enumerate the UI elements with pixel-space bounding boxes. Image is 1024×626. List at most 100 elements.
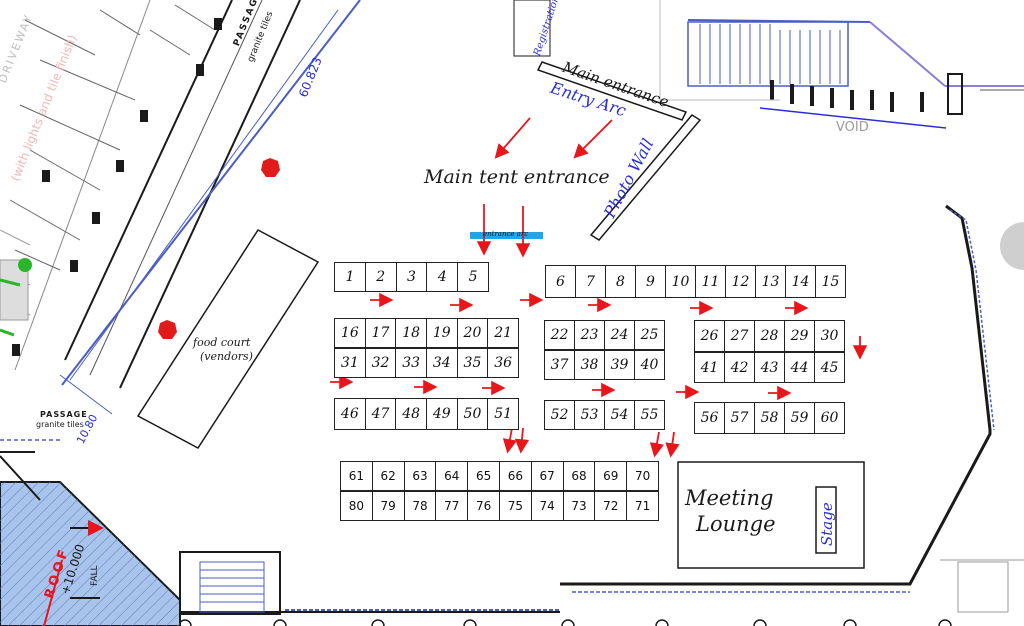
stage-box bbox=[815, 486, 837, 554]
booth-55: 55 bbox=[634, 400, 665, 430]
booth-6: 6 bbox=[545, 265, 576, 298]
registration-desk-box bbox=[513, 0, 551, 57]
booth-60: 60 bbox=[814, 402, 845, 434]
passage-left-label: PASSAGE bbox=[40, 410, 88, 419]
booth-33: 33 bbox=[395, 348, 427, 378]
booth-11: 11 bbox=[695, 265, 726, 298]
booth-46: 46 bbox=[334, 398, 366, 430]
booth-68: 68 bbox=[562, 461, 596, 491]
meeting-label: Meeting bbox=[685, 486, 774, 510]
void-label: VOID bbox=[836, 120, 869, 135]
granite-left-label: granite tiles bbox=[36, 420, 84, 429]
booth-52: 52 bbox=[544, 400, 575, 430]
booth-10: 10 bbox=[665, 265, 696, 298]
building-structure-left bbox=[0, 0, 361, 415]
booth-78: 78 bbox=[403, 491, 437, 521]
booth-41: 41 bbox=[694, 352, 725, 383]
booth-67: 67 bbox=[530, 461, 564, 491]
booth-74: 74 bbox=[530, 491, 564, 521]
booth-65: 65 bbox=[467, 461, 500, 491]
entrance-arc-bar bbox=[470, 232, 543, 239]
booth-37: 37 bbox=[544, 350, 575, 380]
marker-dots bbox=[158, 158, 280, 339]
booth-58: 58 bbox=[754, 402, 785, 434]
booth-4: 4 bbox=[426, 262, 459, 292]
booth-21: 21 bbox=[487, 318, 519, 348]
roof-area bbox=[0, 439, 281, 626]
booth-42: 42 bbox=[724, 352, 755, 383]
booth-29: 29 bbox=[784, 320, 815, 352]
booth-40: 40 bbox=[634, 350, 665, 380]
booth-54: 54 bbox=[604, 400, 635, 430]
photo-wall-outline bbox=[589, 114, 702, 241]
booth-48: 48 bbox=[395, 398, 427, 430]
meeting-lounge-box bbox=[677, 461, 865, 569]
food-court-label: food court bbox=[193, 336, 251, 349]
booth-13: 13 bbox=[755, 265, 786, 298]
booth-30: 30 bbox=[814, 320, 845, 352]
booth-19: 19 bbox=[425, 318, 458, 348]
booth-3: 3 bbox=[395, 262, 428, 292]
booth-50: 50 bbox=[456, 398, 489, 430]
booth-28: 28 bbox=[754, 320, 785, 352]
booth-70: 70 bbox=[626, 461, 659, 491]
booth-7: 7 bbox=[575, 265, 606, 298]
booth-14: 14 bbox=[785, 265, 816, 298]
booth-24: 24 bbox=[604, 320, 635, 350]
booth-22: 22 bbox=[544, 320, 575, 350]
booth-17: 17 bbox=[364, 318, 397, 348]
booth-23: 23 bbox=[574, 320, 605, 350]
fall-label: FALL bbox=[90, 565, 100, 586]
booth-76: 76 bbox=[467, 491, 500, 521]
booth-63: 63 bbox=[403, 461, 437, 491]
booth-12: 12 bbox=[725, 265, 756, 298]
booth-44: 44 bbox=[784, 352, 815, 383]
booth-35: 35 bbox=[456, 348, 489, 378]
booth-49: 49 bbox=[425, 398, 458, 430]
main-tent-entrance-label: Main tent entrance bbox=[424, 166, 610, 188]
booth-79: 79 bbox=[371, 491, 405, 521]
booth-38: 38 bbox=[574, 350, 605, 380]
booth-56: 56 bbox=[694, 402, 725, 434]
booth-62: 62 bbox=[371, 461, 405, 491]
booth-16: 16 bbox=[334, 318, 366, 348]
booth-53: 53 bbox=[574, 400, 605, 430]
booth-20: 20 bbox=[456, 318, 489, 348]
booth-59: 59 bbox=[784, 402, 815, 434]
booth-5: 5 bbox=[457, 262, 489, 292]
main-entrance-wall bbox=[536, 61, 688, 121]
booth-26: 26 bbox=[694, 320, 725, 352]
booth-51: 51 bbox=[487, 398, 519, 430]
booth-73: 73 bbox=[562, 491, 596, 521]
lounge-label: Lounge bbox=[696, 512, 776, 536]
booth-2: 2 bbox=[364, 262, 397, 292]
booth-64: 64 bbox=[435, 461, 469, 491]
booth-61: 61 bbox=[340, 461, 373, 491]
stage-label: Stage bbox=[818, 502, 836, 546]
booth-71: 71 bbox=[626, 491, 659, 521]
booth-25: 25 bbox=[634, 320, 665, 350]
booth-18: 18 bbox=[395, 318, 427, 348]
booth-77: 77 bbox=[435, 491, 469, 521]
booth-69: 69 bbox=[594, 461, 628, 491]
booth-31: 31 bbox=[334, 348, 366, 378]
booth-80: 80 bbox=[340, 491, 373, 521]
booth-15: 15 bbox=[815, 265, 846, 298]
booth-8: 8 bbox=[605, 265, 636, 298]
booth-66: 66 bbox=[499, 461, 532, 491]
booth-45: 45 bbox=[814, 352, 845, 383]
structure-top-right bbox=[659, 0, 1024, 129]
food-court-sub-label: (vendors) bbox=[200, 350, 253, 363]
